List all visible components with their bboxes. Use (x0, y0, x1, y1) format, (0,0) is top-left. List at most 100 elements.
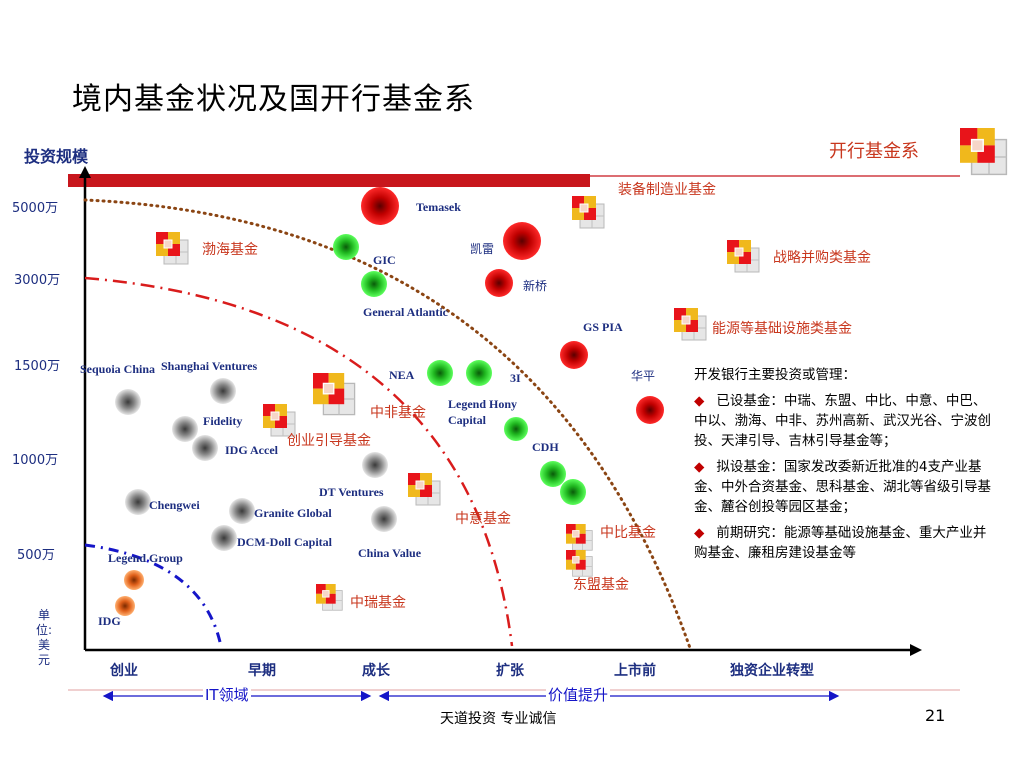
kailei-label: 凯雷 (470, 242, 495, 256)
energy-fund-icon (673, 307, 707, 341)
temasek-label: Temasek (416, 200, 461, 214)
general-atlantic-marker (361, 271, 387, 297)
gic-marker (333, 234, 359, 260)
general-atlantic-label: General Atlantic (363, 305, 448, 319)
notes-item-planned: ◆拟设基金：国家发改委新近批准的4支产业基金、中外合资基金、思科基金、湖北等省级… (694, 459, 991, 515)
3i-label: 3I (510, 371, 521, 385)
idg-marker (115, 596, 135, 616)
cdh-marker-2 (560, 479, 586, 505)
x-stage-startup: 创业 (110, 663, 138, 679)
china-africa-fund-icon (312, 372, 356, 416)
bohai-fund-label: 渤海基金 (202, 242, 258, 258)
asean-fund-label: 东盟基金 (573, 577, 629, 593)
page-number: 21 (925, 706, 946, 725)
ma-fund-label: 战略并购类基金 (773, 250, 871, 266)
red-dashdot-boundary (84, 276, 514, 647)
dcm-label: DCM-Doll Capital (237, 535, 332, 549)
x-stage-expansion: 扩张 (496, 663, 524, 679)
chengwei-label: Chengwei (149, 498, 200, 512)
shanghai-ventures-marker (210, 378, 236, 404)
cdb-series-legend: 开行基金系 (829, 141, 919, 162)
scale-bar (68, 174, 590, 187)
idg-accel-label: IDG Accel (225, 443, 278, 457)
notes-heading: 开发银行主要投资或管理： (694, 367, 856, 383)
idg-label: IDG (98, 614, 121, 628)
x-stage-early: 早期 (248, 663, 276, 679)
nea-marker (427, 360, 453, 386)
china-italy-fund-icon (407, 472, 441, 506)
equipment-fund-label: 装备制造业基金 (618, 182, 716, 198)
equipment-fund-icon (571, 195, 605, 229)
granite-marker (229, 498, 255, 524)
chengwei-marker (125, 489, 151, 515)
legend-hony-marker (504, 417, 528, 441)
page-title: 境内基金状况及国开行基金系 (72, 82, 475, 117)
diamond-bullet-icon: ◆ (694, 525, 705, 541)
fidelity-marker (172, 416, 198, 442)
xinqiao-marker (485, 269, 513, 297)
cdh-label: CDH (532, 440, 559, 454)
granite-label: Granite Global (254, 506, 332, 520)
china-belgium-fund-label: 中比基金 (600, 525, 656, 541)
legend-group-marker (124, 570, 144, 590)
value-uplift-label: 价值提升 (546, 684, 611, 705)
3i-marker (466, 360, 492, 386)
kailei-marker (503, 222, 541, 260)
fidelity-label: Fidelity (203, 414, 243, 428)
legend-cdb-icon (959, 127, 1008, 176)
y-unit-label: 单 位: 美 元 (36, 608, 53, 667)
china-swiss-fund-icon (315, 583, 343, 611)
x-stage-pre-ipo: 上市前 (614, 663, 656, 679)
y-tick-1500: 1500万 (14, 359, 61, 374)
xinqiao-label: 新桥 (523, 279, 548, 293)
dt-ventures-label: DT Ventures (319, 485, 384, 499)
x-stage-transition: 独资企业转型 (730, 663, 814, 679)
y-axis-title: 投资规模 (24, 147, 89, 166)
gs-pia-marker (560, 341, 588, 369)
bohai-fund-icon (155, 231, 189, 265)
x-axis-arrowhead (910, 644, 922, 656)
china-value-marker (371, 506, 397, 532)
legend-group-label: Legend Group (108, 551, 183, 565)
temasek-marker (361, 187, 399, 225)
huaping-marker (636, 396, 664, 424)
gic-label: GIC (373, 253, 396, 267)
legend-hony-label: Legend Hony Capital (448, 397, 518, 427)
shanghai-ventures-label: Shanghai Ventures (161, 359, 258, 373)
nea-label: NEA (389, 368, 415, 382)
china-value-label: China Value (358, 546, 422, 560)
y-tick-5000: 5000万 (12, 201, 59, 216)
gs-pia-label: GS PIA (583, 320, 623, 334)
cdb-notes: 开发银行主要投资或管理： ◆已设基金：中瑞、东盟、中比、中意、中巴、中以、渤海、… (694, 365, 994, 569)
idg-accel-marker (192, 435, 218, 461)
cdh-marker-1 (540, 461, 566, 487)
guide-fund-label: 创业引导基金 (287, 433, 371, 449)
notes-item-established: ◆已设基金：中瑞、东盟、中比、中意、中巴、中以、渤海、中非、苏州高新、武汉光谷、… (694, 393, 991, 449)
energy-fund-label: 能源等基础设施类基金 (712, 321, 852, 337)
china-swiss-fund-label: 中瑞基金 (350, 595, 406, 611)
china-italy-fund-label: 中意基金 (455, 511, 511, 527)
sequoia-marker (115, 389, 141, 415)
y-axis-arrowhead (79, 166, 91, 178)
sequoia-label: Sequoia China (80, 362, 156, 376)
notes-item-research: ◆前期研究：能源等基础设施基金、重大产业并购基金、廉租房建设基金等 (694, 525, 987, 561)
ma-fund-icon (726, 239, 760, 273)
footer-slogan: 天道投资 专业诚信 (440, 711, 557, 727)
diamond-bullet-icon: ◆ (694, 459, 705, 475)
china-africa-fund-label: 中非基金 (370, 405, 426, 421)
y-tick-500: 500万 (17, 548, 55, 563)
dt-ventures-marker (362, 452, 388, 478)
x-stage-growth: 成长 (362, 663, 390, 679)
china-belgium-fund-icon (565, 523, 593, 551)
it-domain-label: IT领域 (203, 684, 251, 705)
brown-dotted-boundary (83, 198, 692, 650)
diamond-bullet-icon: ◆ (694, 393, 705, 409)
y-tick-3000: 3000万 (14, 273, 61, 288)
asean-fund-icon (565, 549, 593, 577)
y-tick-1000: 1000万 (12, 453, 59, 468)
huaping-label: 华平 (631, 369, 656, 383)
blue-dashdot-boundary (84, 543, 222, 643)
dcm-marker (211, 525, 237, 551)
